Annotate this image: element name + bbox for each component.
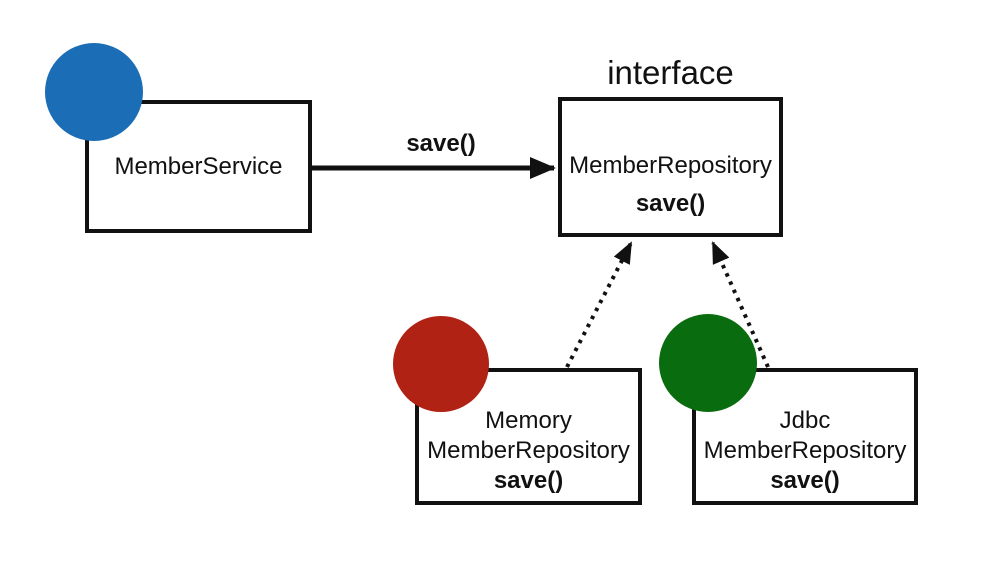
member-repository-title: MemberRepository xyxy=(569,152,772,179)
member-repository-method: save() xyxy=(635,190,706,217)
memory-repository-title-line2: MemberRepository xyxy=(427,437,630,464)
dependency-arrow-label: save() xyxy=(406,130,476,157)
implements-arrow-memory xyxy=(565,241,633,368)
interface-heading: interface xyxy=(607,54,734,91)
jdbc-repository-title-line1: Jdbc xyxy=(779,407,831,434)
memory-repository-bean-circle xyxy=(393,316,489,412)
memory-member-repository-box: Memory MemberRepository save() xyxy=(415,368,642,505)
jdbc-member-repository-box: Jdbc MemberRepository save() xyxy=(692,368,918,505)
memory-repository-method: save() xyxy=(493,467,564,494)
member-service-title: MemberService xyxy=(114,152,283,180)
member-repository-box: MemberRepository save() xyxy=(558,97,783,237)
member-service-bean-circle xyxy=(45,43,143,141)
jdbc-repository-title-line2: MemberRepository xyxy=(703,437,907,464)
jdbc-repository-bean-circle xyxy=(659,314,757,412)
member-service-box: MemberService xyxy=(85,100,312,233)
memory-repository-title-line1: Memory xyxy=(485,407,572,434)
jdbc-repository-method: save() xyxy=(770,467,840,494)
